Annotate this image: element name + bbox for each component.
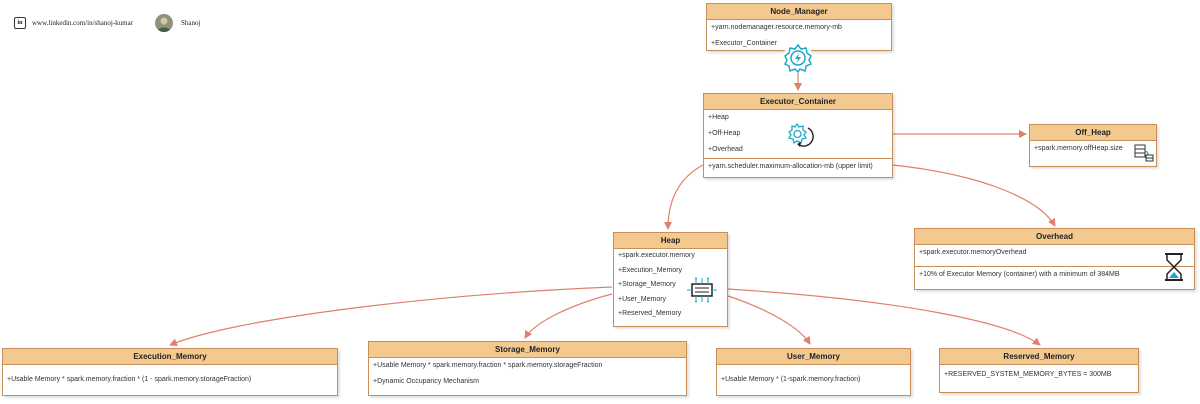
execution-memory-title: Execution_Memory bbox=[3, 349, 337, 365]
heap-row: +Storage_Memory bbox=[618, 281, 676, 288]
overhead-row: +spark.executor.memoryOverhead bbox=[919, 249, 1027, 256]
executor-container-row: +Off-Heap bbox=[708, 130, 741, 137]
linkedin-icon[interactable]: in bbox=[14, 17, 26, 29]
database-icon bbox=[1133, 143, 1155, 168]
executor-container-row: +Overhead bbox=[708, 146, 743, 153]
execution-memory-box[interactable]: Execution_Memory +Usable Memory * spark.… bbox=[2, 348, 338, 396]
avatar bbox=[155, 14, 174, 32]
edge-heap-storage bbox=[524, 293, 613, 339]
linkedin-url[interactable]: www.linkedin.com/in/shanoj-kumar bbox=[32, 19, 134, 27]
edge-executor-heap bbox=[664, 164, 704, 230]
storage-memory-row: +Usable Memory * spark.memory.fraction *… bbox=[373, 362, 603, 369]
executor-container-box[interactable]: Executor_Container +Heap +Off-Heap +Over… bbox=[703, 93, 893, 178]
node-manager-row: +yarn.nodemanager.resource.memory-mb bbox=[711, 24, 842, 31]
off-heap-row: +spark.memory.offHeap.size bbox=[1034, 145, 1123, 152]
heap-row: +spark.executor.memory bbox=[618, 252, 695, 259]
author-header: in www.linkedin.com/in/shanoj-kumar Shan… bbox=[14, 14, 200, 32]
refresh-gear-icon bbox=[785, 120, 817, 153]
execution-memory-row: +Usable Memory * spark.memory.fraction *… bbox=[7, 376, 252, 383]
heap-row: +Execution_Memory bbox=[618, 266, 683, 274]
edge-heap-reserved bbox=[727, 288, 1041, 346]
executor-container-footer: +yarn.scheduler.maximum-allocation-mb (u… bbox=[704, 158, 892, 175]
user-memory-title: User_Memory bbox=[717, 349, 910, 365]
node-manager-title: Node_Manager bbox=[707, 4, 891, 20]
heap-row: +User_Memory bbox=[618, 295, 667, 303]
overhead-footer: +10% of Executor Memory (container) with… bbox=[915, 266, 1194, 283]
reserved-memory-title: Reserved_Memory bbox=[940, 349, 1138, 365]
hourglass-icon bbox=[1162, 252, 1186, 287]
storage-memory-title: Storage_Memory bbox=[369, 342, 686, 358]
reserved-memory-box[interactable]: Reserved_Memory +RESERVED_SYSTEM_MEMORY_… bbox=[939, 348, 1139, 393]
storage-memory-row: +Dynamic Occupancy Mechanism bbox=[373, 378, 480, 385]
executor-container-title: Executor_Container bbox=[704, 94, 892, 110]
node-manager-row: +Executor_Container bbox=[711, 40, 777, 47]
user-memory-row: +Usable Memory * (1-spark.memory.fractio… bbox=[721, 376, 861, 383]
edge-executor-overhead bbox=[892, 164, 1056, 227]
node-manager-box[interactable]: Node_Manager +yarn.nodemanager.resource.… bbox=[706, 3, 892, 51]
heap-box[interactable]: Heap +spark.executor.memory +Execution_M… bbox=[613, 232, 728, 327]
storage-memory-box[interactable]: Storage_Memory +Usable Memory * spark.me… bbox=[368, 341, 687, 396]
memory-chip-icon bbox=[686, 276, 718, 309]
user-memory-box[interactable]: User_Memory +Usable Memory * (1-spark.me… bbox=[716, 348, 911, 396]
edge-heap-execution bbox=[169, 286, 613, 347]
reserved-memory-row: +RESERVED_SYSTEM_MEMORY_BYTES = 300MB bbox=[944, 371, 1112, 378]
executor-container-row: +Heap bbox=[708, 114, 729, 121]
lightning-gear-icon bbox=[782, 42, 814, 79]
edge-heap-user bbox=[727, 295, 811, 345]
heap-title: Heap bbox=[614, 233, 727, 249]
overhead-title: Overhead bbox=[915, 229, 1194, 245]
off-heap-title: Off_Heap bbox=[1030, 125, 1156, 141]
heap-row: +Reserved_Memory bbox=[618, 310, 682, 317]
author-name: Shanoj bbox=[181, 19, 201, 27]
overhead-box[interactable]: Overhead +spark.executor.memoryOverhead … bbox=[914, 228, 1195, 290]
